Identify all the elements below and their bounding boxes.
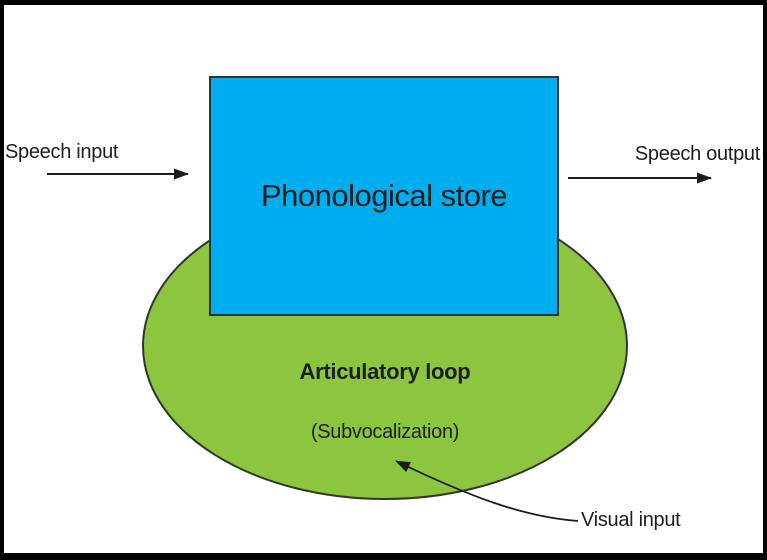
articulatory-loop-label: Articulatory loop [299, 359, 471, 384]
speech-input-label: Speech input [5, 141, 119, 163]
speech-output-label: Speech output [634, 143, 760, 165]
diagram-shapes [47, 76, 712, 522]
phonological-store-box [209, 76, 559, 316]
visual-input-arrow [395, 460, 579, 522]
visual-input-label: Visual input [581, 509, 681, 531]
subvocalization-label: (Subvocalization) [310, 421, 460, 443]
phonological-store-label: Phonological store [260, 178, 508, 214]
